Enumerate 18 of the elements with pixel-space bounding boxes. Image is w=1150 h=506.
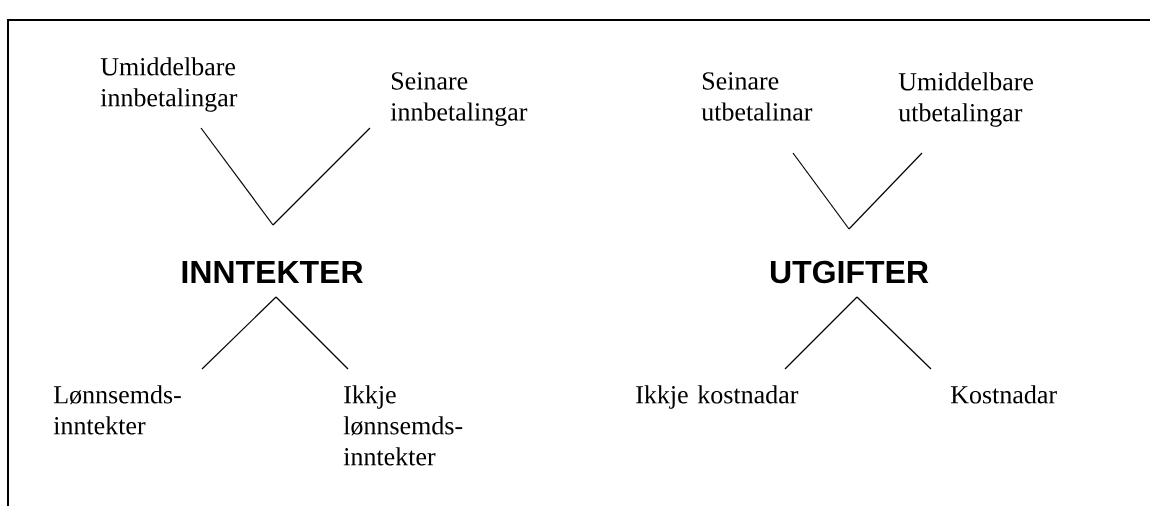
connector-line bbox=[272, 127, 371, 226]
connector-line bbox=[784, 296, 858, 370]
connector-line bbox=[200, 127, 274, 226]
category-text: Ikkje lønnsemds-inntekter bbox=[343, 385, 463, 466]
category-text: Seinare utbetalinar bbox=[701, 72, 813, 121]
category-text: Umiddelbare innbetalingar bbox=[100, 57, 238, 112]
connector-line bbox=[792, 152, 850, 230]
connector-line bbox=[201, 296, 277, 370]
connector-line bbox=[848, 152, 923, 230]
heading-text: UTGIFTER bbox=[770, 260, 929, 284]
category-text: Lønnsemds-inntekter bbox=[53, 385, 181, 435]
category-text: Seinare innbetalingar bbox=[390, 72, 528, 127]
category-text: Kostnadar bbox=[950, 385, 1057, 404]
connector-line bbox=[856, 296, 932, 370]
category-text: Ikkje kostnadar bbox=[636, 385, 799, 409]
connector-line bbox=[275, 296, 349, 370]
heading-text: INNTEKTER bbox=[182, 261, 363, 283]
category-text: Umiddelbare utbetalingar bbox=[898, 72, 1034, 127]
